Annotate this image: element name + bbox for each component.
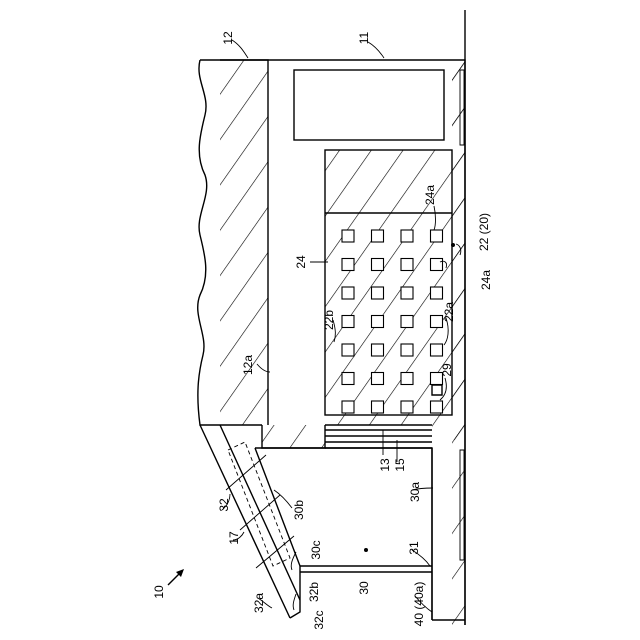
battery-cell (401, 344, 413, 356)
battery-cell (431, 287, 443, 299)
battery-cell (372, 401, 384, 413)
battery-cell (342, 230, 354, 242)
label-32a: 32a (252, 593, 266, 613)
battery-cell (401, 316, 413, 328)
label-17: 17 (227, 531, 241, 545)
battery-cell (401, 259, 413, 271)
label-13: 13 (378, 458, 392, 472)
battery-cell (401, 373, 413, 385)
battery-cell (342, 259, 354, 271)
label-32c: 32c (312, 610, 326, 629)
label-24a-top: 24a (423, 185, 437, 205)
battery-cell (431, 316, 443, 328)
label-32: 32 (217, 498, 231, 512)
label-40-40a: 40 (40a) (412, 582, 426, 627)
battery-cell (431, 259, 443, 271)
battery-cell (401, 230, 413, 242)
label-30b: 30b (292, 500, 306, 520)
label-22a: 22a (442, 302, 456, 322)
battery-cell (372, 230, 384, 242)
battery-cell (401, 401, 413, 413)
battery-cell (342, 316, 354, 328)
upper-cavity (294, 70, 444, 140)
diagonal-flap-32 (200, 425, 300, 618)
label-12: 12 (221, 31, 235, 45)
label-15: 15 (393, 458, 407, 472)
battery-cell (372, 259, 384, 271)
battery-cell (431, 230, 443, 242)
battery-cell (372, 287, 384, 299)
label-22-20: 22 (20) (477, 213, 491, 251)
battery-cell (342, 373, 354, 385)
battery-cell (342, 401, 354, 413)
battery-cell (342, 344, 354, 356)
label-30c: 30c (309, 540, 323, 559)
label-29: 29 (440, 363, 454, 377)
battery-cell (372, 373, 384, 385)
battery-cell (372, 316, 384, 328)
arrow-10-icon (168, 569, 184, 585)
label-30a: 30a (408, 482, 422, 502)
label-30: 30 (357, 581, 371, 595)
battery-cell (431, 344, 443, 356)
label-11: 11 (357, 31, 371, 44)
lower-chamber-30 (255, 448, 432, 620)
label-31: 31 (407, 541, 421, 555)
label-24: 24 (294, 255, 308, 269)
label-12a: 12a (241, 355, 255, 375)
wall-body-12 (220, 60, 465, 625)
label-10: 10 (152, 585, 166, 599)
label-32b: 32b (307, 582, 321, 602)
label-24a-bottom: 24a (479, 270, 493, 290)
separator-13-15 (325, 425, 432, 448)
battery-cell (401, 287, 413, 299)
battery-cell (431, 401, 443, 413)
battery-cell (372, 344, 384, 356)
battery-cell (342, 287, 354, 299)
label-22b: 22b (322, 310, 336, 330)
